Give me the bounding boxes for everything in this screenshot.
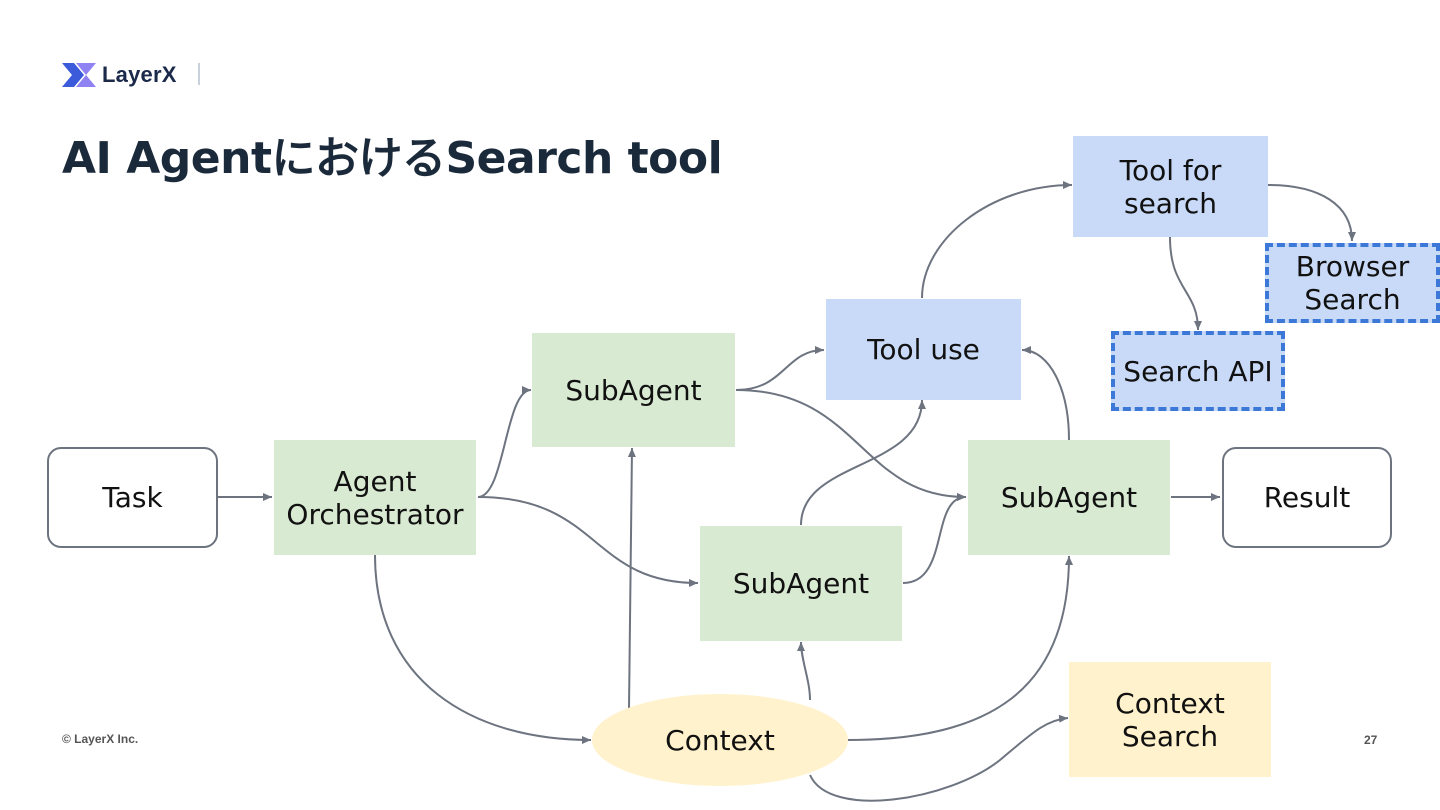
slide-title: AI AgentにおけるSearch tool — [62, 133, 723, 184]
node-subagent-top-label: SubAgent — [565, 373, 702, 407]
page-number: 27 — [1364, 733, 1378, 747]
arrow-subagent-bottom-to-tool-use — [800, 399, 926, 526]
node-search-api-label: Search API — [1123, 354, 1273, 388]
arrow-orchestrator-to-subagent-bottom — [477, 496, 699, 587]
node-browser-search-label: Browser Search — [1295, 250, 1410, 316]
node-task-label: Task — [102, 481, 163, 514]
node-search-api: Search API — [1111, 331, 1285, 411]
layerx-logo-icon — [62, 63, 96, 87]
node-subagent-bottom: SubAgent — [700, 526, 902, 641]
arrow-orchestrator-to-context — [374, 554, 592, 744]
node-tool-for-search-label: Tool for search — [1119, 153, 1222, 220]
node-agent-orchestrator-label: Agent Orchestrator — [286, 464, 464, 531]
arrow-subagent-bottom-to-subagent-right — [902, 493, 967, 584]
node-tool-for-search: Tool for search — [1073, 136, 1268, 237]
arrow-tool-for-search-to-search-api — [1169, 236, 1202, 331]
arrow-context-to-context-search — [809, 714, 1069, 802]
node-tool-use-label: Tool use — [867, 333, 980, 366]
arrow-subagent-top-to-subagent-right — [735, 389, 967, 501]
node-context-label: Context — [665, 723, 775, 757]
node-subagent-bottom-label: SubAgent — [732, 567, 870, 600]
node-context-search: Context Search — [1069, 662, 1271, 777]
arrow-tool-use-to-tool-for-search — [921, 181, 1073, 299]
arrow-context-to-subagent-bottom — [797, 641, 811, 701]
node-result: Result — [1222, 447, 1392, 548]
node-subagent-right-label: SubAgent — [1000, 481, 1138, 514]
arrow-subagent-right-to-tool-use — [1021, 346, 1070, 441]
arrow-context-to-subagent-right — [847, 555, 1073, 741]
brand-logo: LayerX — [62, 60, 177, 90]
node-context: Context — [592, 694, 848, 786]
node-subagent-top: SubAgent — [532, 333, 735, 447]
node-agent-orchestrator: Agent Orchestrator — [274, 440, 476, 555]
arrow-context-to-subagent-top — [627, 447, 636, 709]
arrow-orchestrator-to-subagent-top — [477, 386, 532, 498]
node-subagent-right: SubAgent — [968, 440, 1170, 555]
logo-divider — [198, 63, 200, 85]
node-browser-search: Browser Search — [1265, 243, 1440, 323]
node-result-label: Result — [1263, 481, 1351, 514]
node-tool-use: Tool use — [826, 299, 1021, 400]
node-context-search-label: Context Search — [1115, 686, 1225, 753]
copyright: © LayerX Inc. — [62, 732, 139, 746]
brand-name: LayerX — [102, 62, 177, 87]
node-task: Task — [47, 447, 218, 548]
arrow-subagent-top-to-tool-use — [735, 346, 825, 391]
arrow-tool-for-search-to-browser-search — [1267, 184, 1356, 242]
